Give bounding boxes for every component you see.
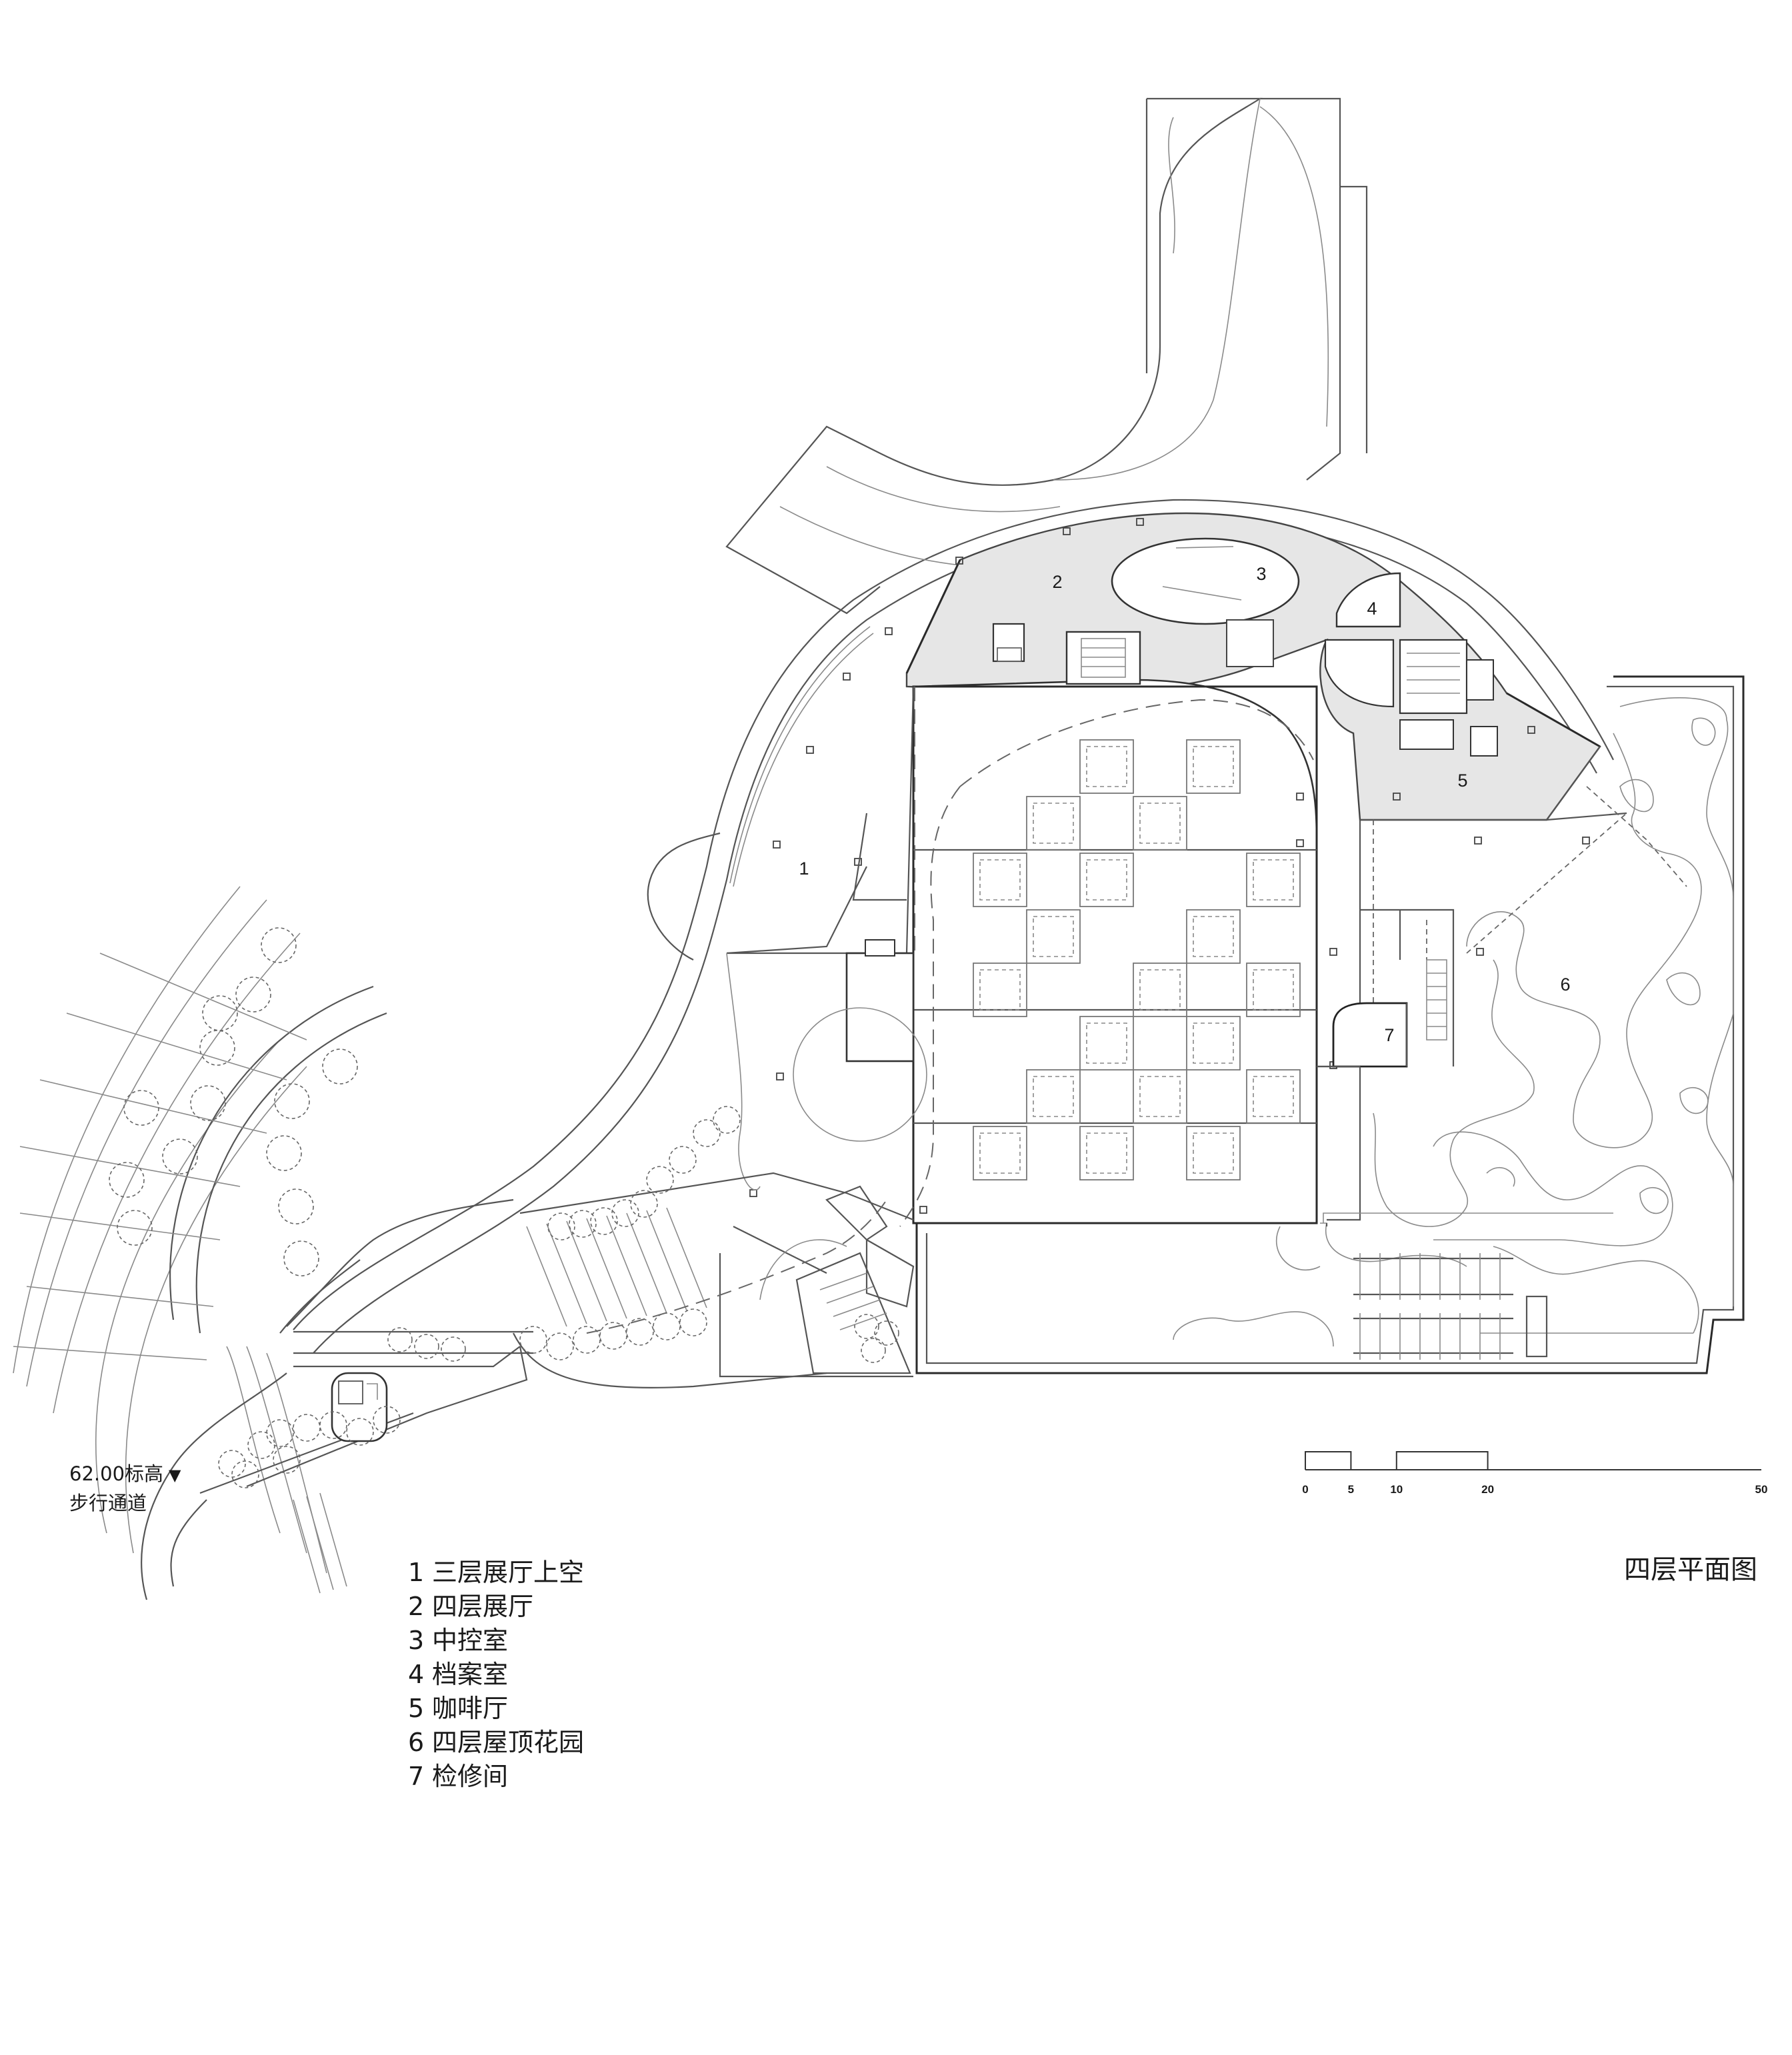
skylight-frame: [1026, 909, 1081, 964]
scale-tick-label: 20: [1481, 1483, 1494, 1496]
skylight-frame: [1079, 1016, 1134, 1070]
roof-garden: [915, 675, 1745, 1374]
skylight-frame: [1133, 1069, 1187, 1124]
scale-bar-segment: [1395, 1451, 1489, 1470]
cafe-edge: [1506, 692, 1601, 748]
room-number-1: 1: [799, 859, 809, 879]
stair-cores: [992, 572, 1498, 757]
elevation-level: 62.00标高: [69, 1462, 164, 1485]
scale-tick-label: 0: [1302, 1483, 1308, 1496]
skylight-pane: [1086, 746, 1127, 787]
skylight-frame: [1246, 963, 1301, 1017]
curved-walkway: [279, 499, 1614, 1354]
walkway-bulge: [647, 832, 721, 961]
skylight-pane: [1033, 803, 1074, 844]
skylight-frame: [1079, 1126, 1134, 1180]
skylight-grid: [973, 739, 1301, 1180]
skylight-pane: [1253, 859, 1294, 901]
skylight-frame: [973, 1126, 1027, 1180]
trees-left: [109, 927, 358, 1276]
right-service: [1317, 812, 1627, 1068]
scale-bar-segment: [1305, 1451, 1352, 1470]
lower-stairs: [513, 1172, 915, 1388]
scale-tick-label: 10: [1390, 1483, 1403, 1496]
skylight-frame: [973, 963, 1027, 1017]
zone-1: [726, 686, 915, 1062]
elevation-marker-icon: ▼: [169, 1466, 181, 1484]
room-numbers: 1 2 3 4 5 6 7: [799, 564, 1570, 1045]
drawing-title: 四层平面图: [1624, 1554, 1757, 1585]
skylight-pane: [979, 1132, 1021, 1174]
skylight-pane: [1139, 1076, 1181, 1117]
scale-tick-label: 5: [1348, 1483, 1354, 1496]
skylight-pane: [1193, 1023, 1234, 1064]
skylight-frame: [1133, 796, 1187, 851]
skylight-frame: [1026, 796, 1081, 851]
skylight-pane: [1086, 859, 1127, 901]
skylight-frame: [1186, 909, 1241, 964]
skylight-pane: [1193, 916, 1234, 957]
room-number-5: 5: [1457, 771, 1467, 791]
trees-lower: [387, 1106, 899, 1363]
skylight-pane: [1139, 969, 1181, 1011]
skylight-frame: [973, 853, 1027, 907]
room-number-4: 4: [1367, 599, 1377, 619]
room-number-2: 2: [1052, 572, 1062, 592]
skylight-pane: [1193, 746, 1234, 787]
control-room-oval: [1111, 537, 1300, 667]
skylight-pane: [1193, 1132, 1234, 1174]
skylight-pane: [979, 859, 1021, 901]
skylight-frame: [1186, 1126, 1241, 1180]
elevation-note: 62.00标高 ▼ 步行通道: [69, 1460, 181, 1517]
skylight-frame: [1079, 739, 1134, 794]
circular-plaza: [793, 1007, 927, 1142]
scale-bar: 0 5 10 20 50: [1302, 1451, 1768, 1496]
landscape-terraces: [13, 886, 387, 1574]
skylight-pane: [1139, 803, 1181, 844]
scale-tick-label: 50: [1755, 1483, 1768, 1496]
skylight-frame: [1133, 963, 1187, 1017]
skylight-frame: [1186, 1016, 1241, 1070]
north-ramp: [725, 97, 1368, 615]
skylight-frame: [1026, 1069, 1081, 1124]
lower-entrance: [141, 1346, 528, 1600]
skylight-pane: [1086, 1132, 1127, 1174]
room-number-3: 3: [1256, 564, 1266, 584]
skylight-pane: [1033, 1076, 1074, 1117]
skylight-pane: [1253, 969, 1294, 1011]
room-number-7: 7: [1384, 1025, 1394, 1045]
skylight-pane: [1253, 1076, 1294, 1117]
room-number-6: 6: [1560, 975, 1570, 995]
skylight-pane: [979, 969, 1021, 1011]
skylight-pane: [1033, 916, 1074, 957]
skylight-frame: [1186, 739, 1241, 794]
skylight-frame: [1079, 853, 1134, 907]
plaza-arc: [726, 953, 761, 1190]
skylight-frame: [1246, 1069, 1301, 1124]
walkway-label: 步行通道: [69, 1492, 147, 1514]
skylight-pane: [1086, 1023, 1127, 1064]
skylight-frame: [1246, 853, 1301, 907]
cafe-lower-edge: [1546, 746, 1601, 821]
